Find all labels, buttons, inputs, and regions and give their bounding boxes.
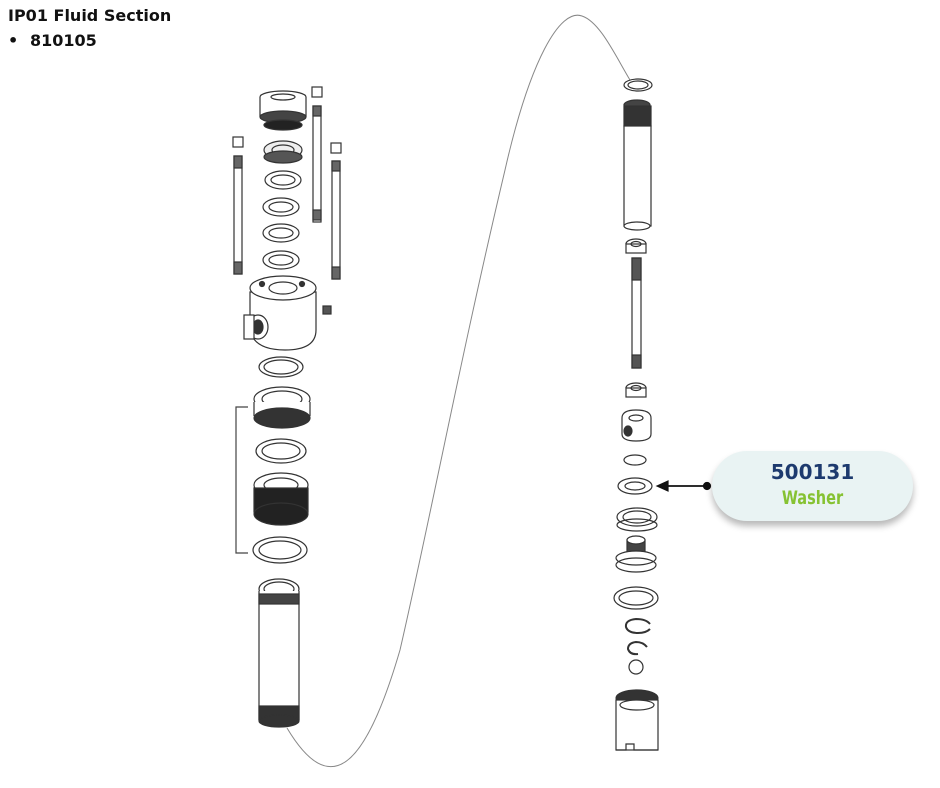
small-plug-part: [322, 305, 332, 315]
seal-ring-part: [255, 438, 307, 464]
displacement-rod-part: [623, 99, 652, 231]
callout-part-name: Washer: [781, 487, 844, 509]
tie-rod-middle-part: [311, 86, 323, 223]
gland-nut-part: [253, 386, 311, 429]
callout-anchor-dot-icon: [702, 481, 712, 491]
piston-part: [253, 472, 309, 526]
bullet-item-text: 810105: [30, 31, 97, 50]
valve-housing-part: [621, 409, 652, 442]
callout-arrowhead-icon: [655, 480, 669, 492]
hex-nut-upper-part: [625, 238, 647, 254]
o-ring-part: [258, 356, 304, 378]
small-washer-part: [623, 454, 647, 466]
connector-curve: [286, 14, 631, 768]
assembly-bracket: [235, 406, 248, 554]
top-nut-part: [259, 90, 307, 131]
lower-seal-ring-part: [252, 536, 308, 564]
callout-part-number: 500131: [770, 460, 855, 484]
retaining-clip-part: [624, 617, 651, 635]
page-title: IP01 Fluid Section: [8, 6, 172, 25]
tie-rod-left-part: [232, 136, 244, 275]
cylinder-sleeve-part: [258, 578, 300, 728]
seat-ring-part: [616, 507, 658, 532]
snap-ring-part: [626, 640, 648, 656]
pump-housing-part: [243, 275, 317, 351]
foot-valve-o-ring-part: [613, 586, 659, 610]
top-washer-part: [623, 78, 653, 92]
valve-seat-part: [615, 535, 657, 573]
bullet-dot-icon: •: [8, 31, 19, 50]
foot-valve-housing-part: [615, 689, 659, 751]
packing-rings-part: [262, 140, 303, 270]
part-callout: 500131 Washer: [712, 451, 913, 521]
hex-nut-lower-part: [625, 382, 647, 398]
tie-rod-right-part: [330, 142, 342, 280]
washer-500131-part: [617, 477, 653, 495]
bullet-item: • 810105: [8, 31, 97, 50]
ball-check-part: [628, 659, 644, 675]
threaded-rod-part: [631, 257, 642, 369]
